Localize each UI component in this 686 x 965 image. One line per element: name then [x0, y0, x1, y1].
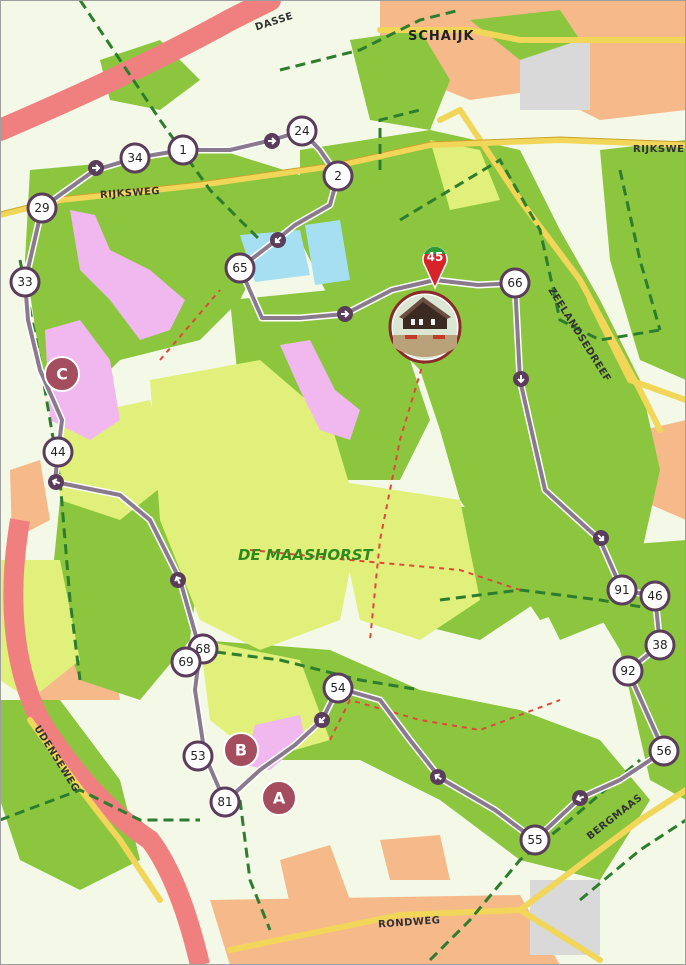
node-2[interactable]: 2	[322, 160, 354, 192]
house-icon[interactable]	[388, 290, 462, 364]
poi-c[interactable]: C	[44, 356, 80, 392]
svg-text:1: 1	[179, 143, 187, 157]
svg-text:55: 55	[527, 833, 542, 847]
node-54[interactable]: 54	[322, 672, 354, 704]
node-66[interactable]: 66	[499, 267, 531, 299]
svg-text:24: 24	[294, 124, 309, 138]
arrow-icon	[88, 160, 104, 176]
node-34[interactable]: 34	[119, 142, 151, 174]
arrow-icon	[48, 474, 64, 490]
svg-text:38: 38	[652, 638, 667, 652]
svg-text:66: 66	[507, 276, 522, 290]
start-location[interactable]: 45	[388, 246, 462, 364]
svg-text:A: A	[273, 789, 286, 808]
arrow-icon	[572, 790, 588, 806]
node-53[interactable]: 53	[182, 740, 214, 772]
arrow-icon	[337, 306, 353, 322]
node-24[interactable]: 24	[286, 115, 318, 147]
svg-text:56: 56	[656, 744, 671, 758]
node-38[interactable]: 38	[644, 629, 676, 661]
road-label-rijksweg-right: RIJKSWEG	[633, 144, 686, 155]
svg-text:44: 44	[50, 445, 65, 459]
water	[240, 220, 350, 285]
svg-text:65: 65	[232, 261, 247, 275]
poi-b[interactable]: B	[223, 732, 259, 768]
map-pin-icon[interactable]: 45	[422, 246, 448, 290]
arrow-icon	[314, 712, 330, 728]
svg-text:C: C	[56, 365, 68, 384]
road-label-rondweg: RONDWEG	[378, 915, 441, 930]
svg-text:81: 81	[217, 795, 232, 809]
node-56[interactable]: 56	[648, 735, 680, 767]
start-pin-label: 45	[427, 250, 444, 264]
node-91[interactable]: 91	[606, 574, 638, 606]
highway-a50	[0, 0, 281, 141]
svg-text:91: 91	[614, 583, 629, 597]
junction-nodes[interactable]: 1 24 2 34 29 33 65 66 44 68 69 54 53 81 …	[9, 115, 680, 856]
svg-text:69: 69	[178, 655, 193, 669]
arrow-icon	[170, 572, 186, 588]
node-33[interactable]: 33	[9, 266, 41, 298]
svg-text:54: 54	[330, 681, 345, 695]
arrow-icon	[264, 133, 280, 149]
arrow-icon	[593, 530, 609, 546]
area-label-maashorst: DE MAASHORST	[238, 546, 375, 564]
node-44[interactable]: 44	[42, 436, 74, 468]
poi-markers[interactable]: A B C	[44, 356, 297, 816]
arrow-icon	[513, 371, 529, 387]
arrow-icon	[270, 232, 286, 248]
node-69[interactable]: 69	[170, 646, 202, 678]
node-92[interactable]: 92	[612, 655, 644, 687]
road-label-rijksweg-left: RIJKSWEG	[100, 186, 161, 201]
svg-text:46: 46	[647, 589, 662, 603]
node-55[interactable]: 55	[519, 824, 551, 856]
svg-text:53: 53	[190, 749, 205, 763]
node-29[interactable]: 29	[26, 192, 58, 224]
svg-text:29: 29	[34, 201, 49, 215]
svg-text:2: 2	[334, 169, 342, 183]
footpaths	[159, 289, 561, 741]
place-label-schaijk: SCHAIJK	[408, 29, 475, 44]
node-65[interactable]: 65	[224, 252, 256, 284]
svg-text:92: 92	[620, 664, 635, 678]
svg-text:33: 33	[17, 275, 32, 289]
pink-areas	[45, 210, 360, 770]
node-46[interactable]: 46	[639, 580, 671, 612]
poi-a[interactable]: A	[261, 780, 297, 816]
svg-text:B: B	[235, 741, 247, 760]
arrow-icon	[430, 769, 446, 785]
svg-text:68: 68	[195, 642, 210, 656]
highway-south	[3, 518, 210, 965]
node-81[interactable]: 81	[209, 786, 241, 818]
svg-text:34: 34	[127, 151, 142, 165]
node-1[interactable]: 1	[167, 134, 199, 166]
route-arrows	[48, 133, 609, 806]
